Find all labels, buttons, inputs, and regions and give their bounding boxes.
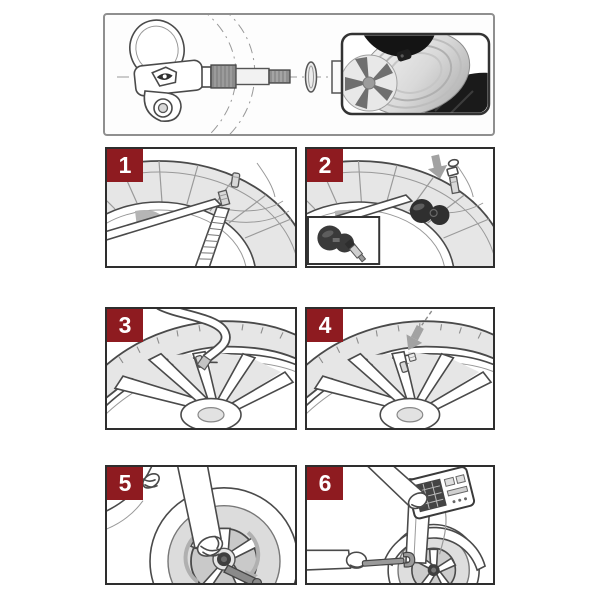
old-valve-stem xyxy=(230,172,241,188)
overview-panel xyxy=(103,13,495,136)
step-panel-3: 3 xyxy=(105,307,297,430)
air-hose xyxy=(156,309,231,371)
step-number: 5 xyxy=(118,470,132,496)
tpms-sensor-on-rim xyxy=(409,199,450,225)
step-panel-6: 6 xyxy=(305,465,495,585)
exploded-valve-parts xyxy=(446,158,460,195)
step-badge-5: 5 xyxy=(107,467,143,500)
valve-stem xyxy=(399,360,409,374)
step-panel-2: 2 xyxy=(305,147,495,268)
mounted-sensor-icon xyxy=(396,49,412,62)
program-sensor-with-tool-icon xyxy=(307,467,487,583)
down-arrow-icon xyxy=(406,325,424,351)
sensor-inset xyxy=(307,216,381,265)
sensor-housing xyxy=(133,59,205,97)
screw-on-valve-cap-icon xyxy=(307,310,493,428)
lower-arm xyxy=(307,549,352,571)
step-number: 3 xyxy=(118,312,132,338)
tpms-sensor-exploded-view-icon xyxy=(117,15,491,134)
step-badge-2: 2 xyxy=(307,149,343,182)
step-badge-1: 1 xyxy=(107,149,143,182)
step-number: 4 xyxy=(318,312,332,338)
tpms-sensor-icon xyxy=(317,225,367,263)
wrench-icon xyxy=(361,551,416,568)
step-number: 6 xyxy=(318,470,332,496)
tire-lever-tool xyxy=(107,198,223,241)
insert-tpms-sensor-into-rim-icon xyxy=(307,154,493,266)
step-panel-5: 5 xyxy=(105,465,297,585)
inflate-tire-with-hose-icon xyxy=(107,309,295,428)
mount-wheel-tighten-hub-icon xyxy=(107,467,295,583)
step-panel-4: 4 xyxy=(305,307,495,430)
step-panel-1: 1 xyxy=(105,147,297,268)
step-number: 1 xyxy=(118,152,132,178)
step-badge-6: 6 xyxy=(307,467,343,500)
socket-wrench-tool xyxy=(217,552,263,583)
step-badge-3: 3 xyxy=(107,309,143,342)
valve-stem xyxy=(201,64,291,89)
remove-old-valve-from-rim-icon xyxy=(107,160,295,266)
washer xyxy=(304,61,318,93)
down-arrow-icon xyxy=(427,154,448,179)
tire-rim-cutaway-with-sensor-icon xyxy=(340,32,491,116)
valve-cap xyxy=(407,352,417,362)
hand-on-body xyxy=(142,473,160,489)
step-badge-4: 4 xyxy=(307,309,343,342)
arm xyxy=(177,467,222,550)
hand-with-wrench xyxy=(345,551,416,569)
valve-removal-tool xyxy=(194,189,231,266)
hand xyxy=(196,535,224,557)
step-number: 2 xyxy=(318,152,332,178)
hand-on-tool xyxy=(407,491,431,510)
